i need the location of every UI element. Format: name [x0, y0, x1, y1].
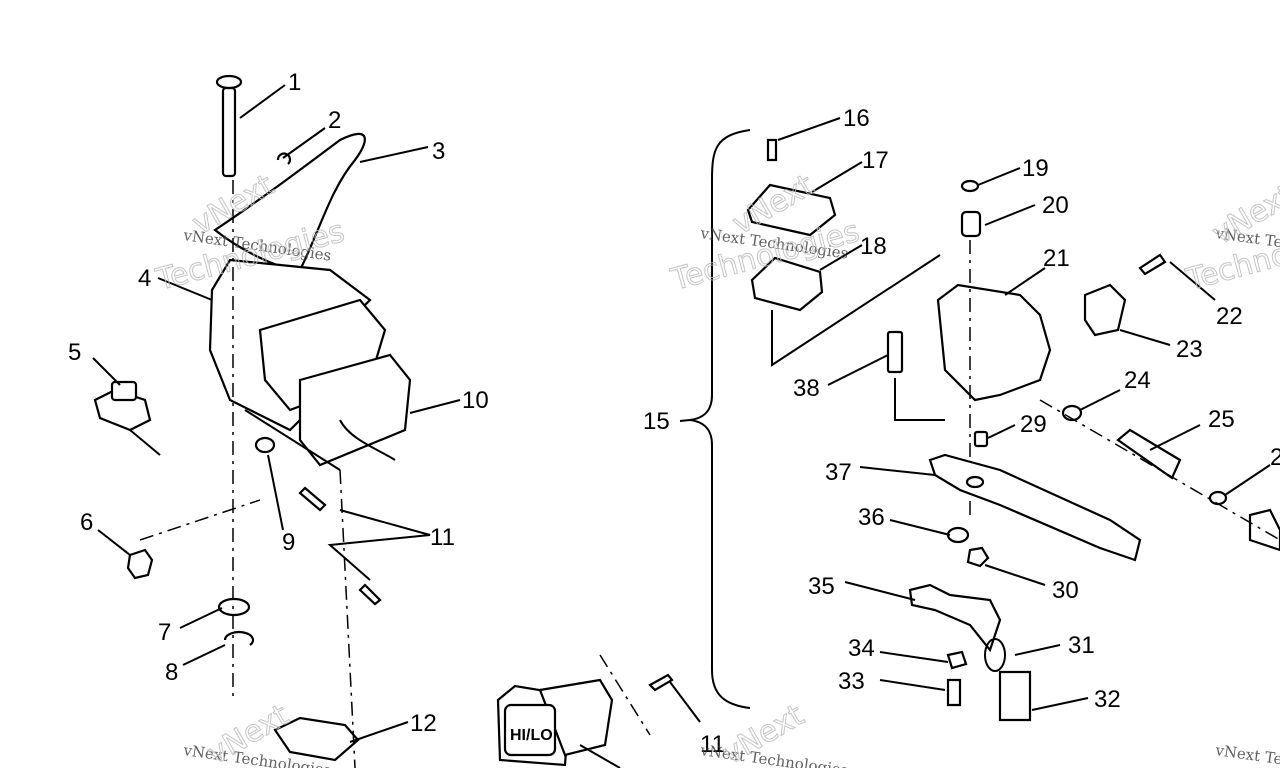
callout-5: 5	[68, 339, 81, 366]
part-spring	[1116, 428, 1182, 480]
callout-29: 29	[1020, 411, 1047, 438]
part-pin	[215, 74, 243, 178]
callout-36: 36	[858, 504, 885, 531]
watermark-text: vNext Technologies	[1213, 741, 1280, 768]
callout-11b: 11	[700, 731, 725, 758]
callout-33: 33	[838, 668, 865, 695]
callout-6: 6	[80, 509, 93, 536]
part-clamp	[1083, 283, 1127, 337]
part-screw	[298, 486, 327, 512]
part-e-clip	[223, 630, 255, 646]
part-tether-switch-tag	[998, 670, 1032, 722]
callout-1: 1	[288, 69, 301, 96]
callout-7: 7	[158, 619, 171, 646]
callout-24: 24	[1124, 367, 1151, 394]
callout-21: 21	[1043, 245, 1070, 272]
callout-37: 37	[825, 459, 852, 486]
callout-8: 8	[165, 659, 178, 686]
part-housing	[208, 258, 412, 467]
part-hi-lo-switch: HI/LO	[496, 678, 614, 767]
switch-label: HI/LO	[510, 727, 553, 744]
part-reservoir-cover	[746, 183, 837, 237]
callout-23: 23	[1176, 336, 1203, 363]
callout-38: 38	[793, 375, 820, 402]
callout-22: 22	[1216, 303, 1243, 330]
part-nut	[126, 548, 154, 580]
callout-34: 34	[848, 635, 875, 662]
callout-15: 15	[643, 408, 670, 435]
callout-labels: 1 2 3 4 5 6 7 8 9 10 11 11 12 15 16 17 1…	[68, 69, 1280, 758]
callout-26-partial: 2	[1270, 444, 1280, 471]
callout-4: 4	[138, 265, 151, 292]
part-knob	[93, 380, 161, 456]
part-screw	[358, 583, 382, 606]
callout-30: 30	[1052, 577, 1079, 604]
callout-25: 25	[1208, 406, 1235, 433]
callout-2: 2	[328, 107, 341, 134]
callout-35: 35	[808, 573, 835, 600]
callout-3: 3	[432, 138, 445, 165]
part-switch-bracket	[908, 583, 1002, 653]
callout-10: 10	[462, 387, 489, 414]
part-screw	[648, 673, 674, 692]
callout-9: 9	[282, 529, 295, 556]
part-washer	[217, 597, 251, 617]
callout-16: 16	[843, 105, 870, 132]
callout-32: 32	[1094, 686, 1121, 713]
watermarks: vNext Technologies vNext Technologies vN…	[152, 167, 1280, 768]
callout-11: 11	[430, 524, 455, 551]
callout-31: 31	[1068, 632, 1095, 659]
part-diaphragm	[750, 256, 824, 312]
callout-20: 20	[1042, 192, 1069, 219]
part-brake-lever	[928, 453, 1142, 562]
callout-17: 17	[862, 147, 889, 174]
callout-12: 12	[410, 710, 437, 737]
part-grommet	[254, 436, 276, 454]
callout-19: 19	[1022, 155, 1049, 182]
callout-18: 18	[860, 233, 887, 260]
part-master-cylinder	[936, 283, 1052, 402]
